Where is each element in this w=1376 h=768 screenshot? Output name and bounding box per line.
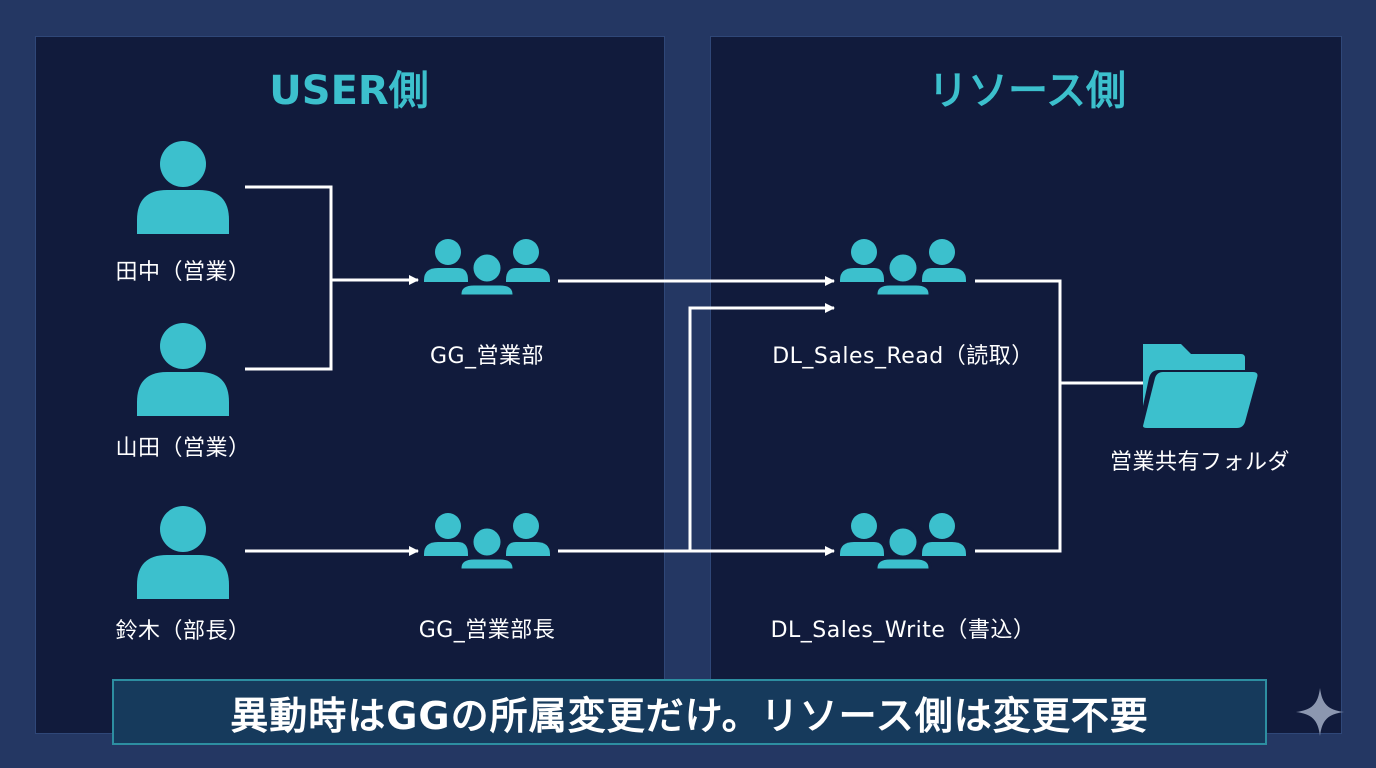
group-icon — [424, 239, 550, 296]
group-label-gg-manager: GG_営業部長 — [418, 618, 556, 643]
user-node-suzuki: 鈴木（部長） — [53, 505, 313, 645]
connector-dl-read-to-folder — [975, 279, 1062, 383]
user-side-title: USER側 — [269, 68, 429, 114]
user-label-yamada: 山田（営業） — [115, 436, 251, 461]
group-node-dl-write: DL_Sales_Write（書込） — [770, 512, 1036, 644]
group-node-gg-manager: GG_営業部長 — [357, 512, 617, 644]
caption-banner: 異動時はGGの所属変更だけ。リソース側は変更不要 — [112, 679, 1267, 745]
group-label-dl-read: DL_Sales_Read（読取） — [772, 344, 1034, 369]
group-label-dl-write: DL_Sales_Write（書込） — [770, 618, 1036, 643]
person-icon — [137, 323, 229, 416]
group-node-gg-sales: GG_営業部 — [357, 238, 617, 370]
resource-side-title: リソース側 — [928, 68, 1126, 114]
user-side-panel — [35, 36, 665, 734]
group-node-dl-read: DL_Sales_Read（読取） — [772, 238, 1034, 370]
arrow-gg-manager-to-dl-read — [688, 303, 835, 551]
group-icon — [840, 239, 966, 296]
user-label-suzuki: 鈴木（部長） — [115, 619, 251, 644]
user-node-tanaka: 田中（営業） — [53, 140, 313, 286]
folder-node: 営業共有フォルダ — [1070, 340, 1330, 476]
person-icon — [137, 506, 229, 599]
sparkle-icon — [1296, 688, 1344, 736]
person-icon — [137, 141, 229, 234]
user-node-yamada: 山田（営業） — [53, 322, 313, 462]
group-label-gg-sales: GG_営業部 — [429, 344, 545, 369]
group-icon — [840, 513, 966, 570]
group-icon — [424, 513, 550, 570]
folder-icon — [1143, 344, 1258, 428]
caption-text: 異動時はGGの所属変更だけ。リソース側は変更不要 — [230, 693, 1149, 738]
folder-label: 営業共有フォルダ — [1109, 450, 1290, 475]
user-label-tanaka: 田中（営業） — [115, 260, 251, 285]
connector-yamada — [245, 280, 333, 371]
connector-dl-write-to-folder — [975, 383, 1062, 553]
connector-tanaka — [245, 185, 333, 280]
